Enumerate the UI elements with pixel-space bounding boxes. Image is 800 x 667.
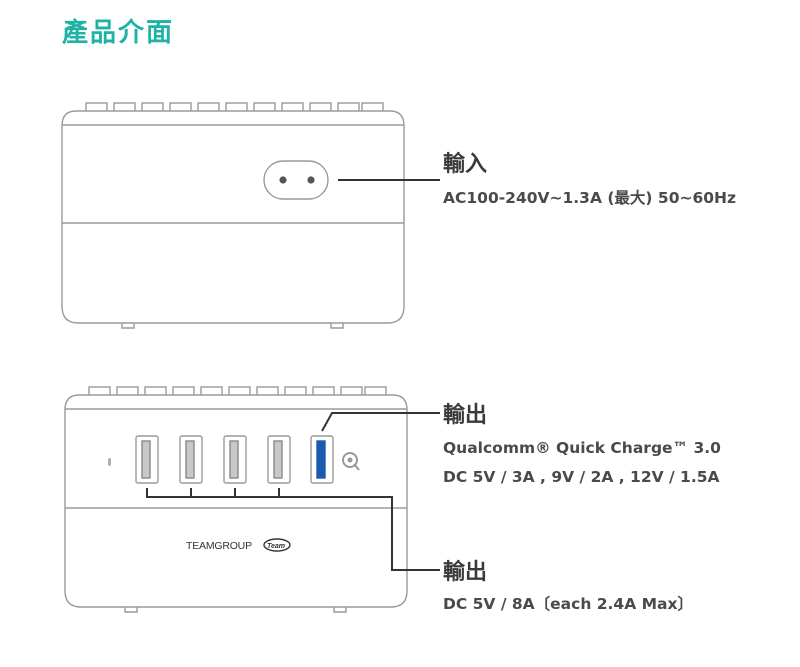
svg-text:Team: Team: [267, 543, 285, 550]
qc-output-line1: Qualcomm® Quick Charge™ 3.0: [443, 439, 721, 457]
ac-inlet: [263, 160, 329, 200]
usb-output-heading: 輸出: [443, 559, 487, 585]
usb-port-2: [179, 435, 203, 484]
input-heading: 輸入: [443, 151, 487, 177]
usb-port-3: [223, 435, 247, 484]
quick-charge-icon: [342, 452, 360, 471]
qc-output-line2: DC 5V / 3A , 9V / 2A , 12V / 1.5A: [443, 468, 720, 486]
ac-pin-left: [279, 176, 287, 184]
qc-output-heading: 輸出: [443, 402, 487, 428]
power-led: [108, 458, 111, 466]
device-front-view: [64, 386, 408, 613]
usb-port-qc: [310, 435, 334, 484]
usb-output-leader-line: [146, 488, 440, 571]
team-logo-icon: Team: [263, 538, 291, 552]
usb-port-4: [267, 435, 291, 484]
brand-name: TEAMGROUP: [186, 540, 252, 552]
usb-port-1: [135, 435, 159, 484]
ac-pin-right: [307, 176, 315, 184]
usb-output-spec: DC 5V / 8A〔each 2.4A Max〕: [443, 595, 693, 613]
qc-output-leader-line: [321, 412, 440, 432]
input-spec: AC100-240V~1.3A (最大) 50~60Hz: [443, 188, 736, 207]
page-title: 產品介面: [62, 18, 175, 48]
device-back-view: [61, 102, 405, 329]
